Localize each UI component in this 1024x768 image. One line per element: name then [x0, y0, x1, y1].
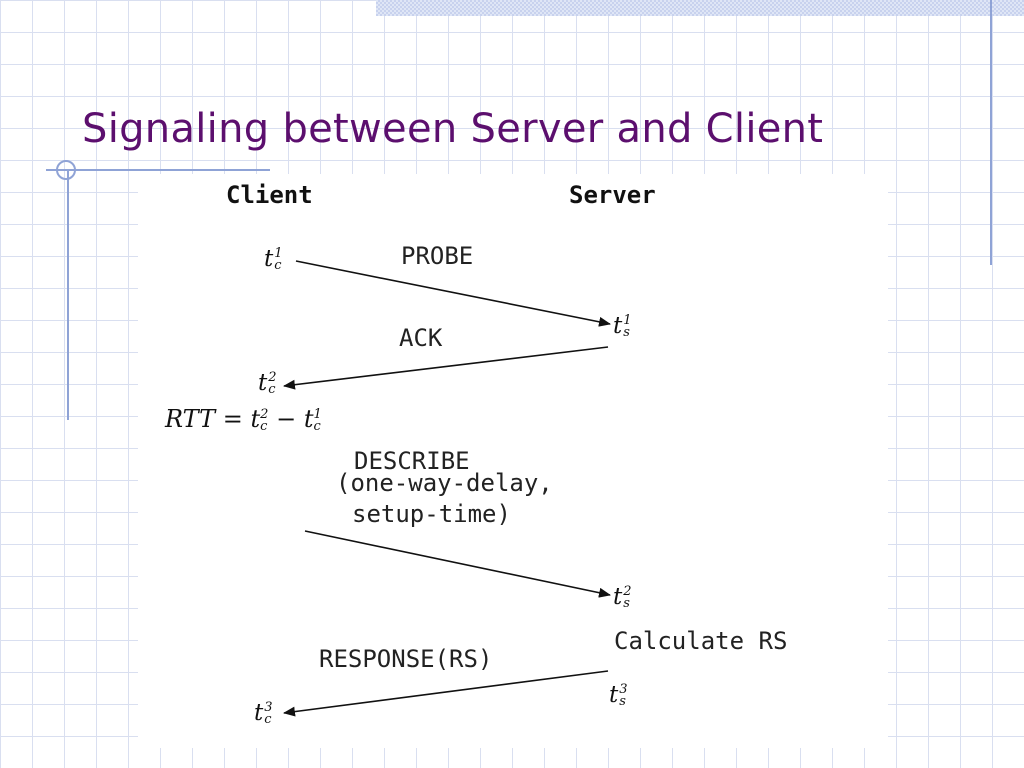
ack-arrow — [283, 346, 609, 390]
time-sub: s — [619, 694, 626, 709]
time-sub: s — [623, 596, 630, 611]
client-lane-label: Client — [226, 181, 313, 209]
response-message-label: RESPONSE(RS) — [319, 645, 493, 673]
rtt-lhs: RTT — [165, 405, 216, 433]
rtt-sub: c — [260, 418, 268, 434]
rtt-sup: 2 — [260, 406, 269, 422]
describe-params-line2: setup-time) — [352, 500, 511, 528]
left-accent-line — [67, 170, 69, 420]
time-sup: 2 — [623, 584, 632, 599]
time-sup: 3 — [619, 682, 628, 697]
probe-arrow — [295, 260, 611, 327]
time-sup: 1 — [623, 313, 632, 328]
time-sup: 3 — [264, 700, 273, 715]
right-accent-line — [990, 0, 992, 265]
rtt-sub: c — [313, 418, 321, 434]
slide-title: Signaling between Server and Client — [82, 106, 824, 152]
time-sup: 2 — [268, 370, 277, 385]
response-arrow — [283, 670, 609, 717]
time-base: t — [254, 700, 264, 726]
calculate-rs-label: Calculate RS — [614, 627, 788, 655]
describe-arrow — [304, 530, 611, 598]
rtt-term-tc2: t — [250, 405, 261, 433]
corner-circle-ornament — [56, 160, 76, 180]
title-underline — [46, 169, 270, 171]
rtt-sup: 1 — [313, 406, 322, 422]
server-lane-label: Server — [569, 181, 656, 209]
rtt-equals: = — [222, 405, 243, 433]
time-base: t — [613, 313, 623, 339]
describe-message-label: DESCRIBE — [354, 447, 470, 475]
ack-message-label: ACK — [399, 324, 443, 352]
signaling-diagram — [138, 174, 888, 748]
rtt-term-tc1: t — [303, 405, 314, 433]
time-base: t — [609, 682, 619, 708]
top-decorative-band — [376, 0, 1024, 16]
describe-params-line1: (one-way-delay, — [336, 469, 553, 497]
time-sub: s — [623, 325, 630, 340]
time-sub: c — [268, 382, 276, 397]
time-base: t — [613, 584, 623, 610]
time-base: t — [258, 370, 268, 396]
time-sup: 1 — [274, 246, 283, 261]
time-base: t — [264, 246, 274, 272]
rtt-minus: − — [276, 405, 297, 433]
time-sub: c — [274, 258, 282, 273]
time-sub: c — [264, 712, 272, 727]
probe-message-label: PROBE — [401, 242, 474, 270]
